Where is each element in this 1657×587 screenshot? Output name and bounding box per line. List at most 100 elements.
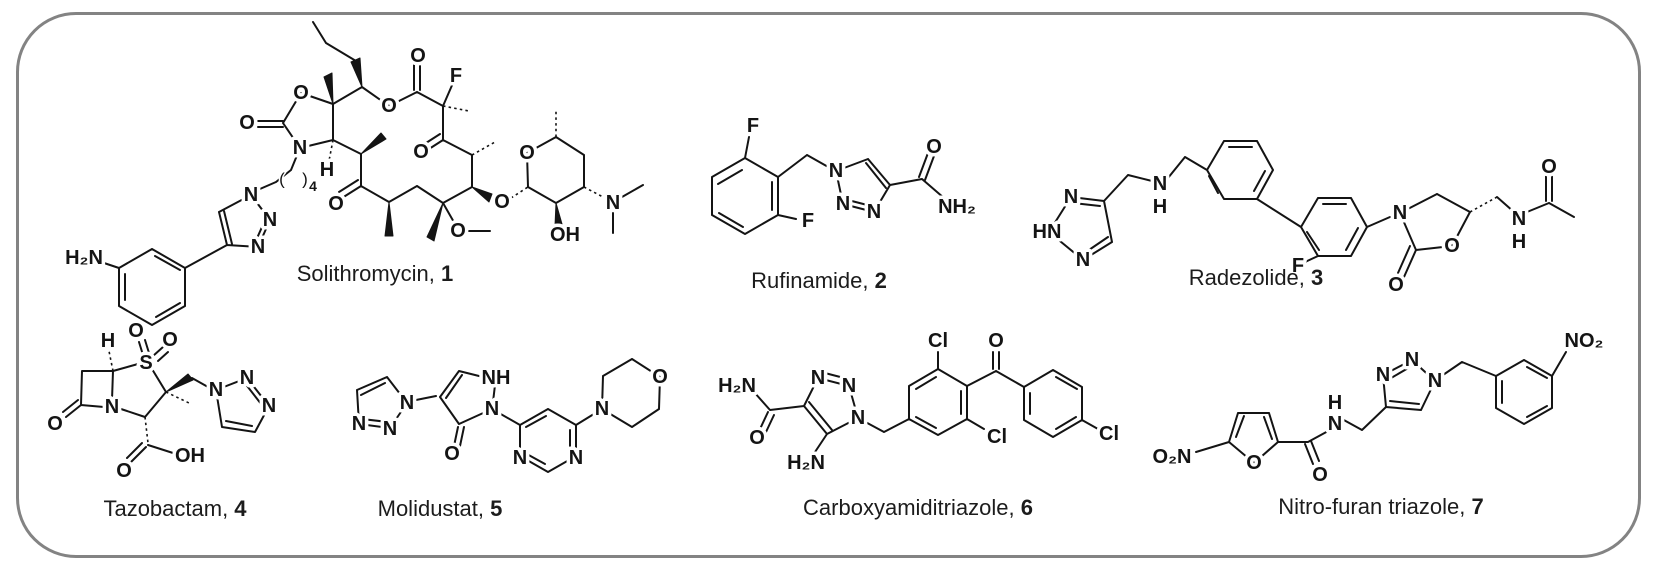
atom-label: H₂N (65, 247, 103, 269)
atom-label: N (1405, 349, 1419, 371)
atom-label: O (988, 330, 1004, 352)
double-bond-lines (765, 351, 1078, 433)
atom-label: O (519, 142, 535, 164)
atom-label: O (926, 136, 942, 158)
atom-label: N (1064, 186, 1078, 208)
structure-rufinamide: F F N N N O NH₂ (711, 112, 979, 236)
atom-label: N (851, 407, 865, 429)
atom-label: N (105, 396, 119, 418)
atom-label: N (251, 236, 265, 258)
atom-label: N (240, 367, 254, 389)
atom-label: N (1328, 413, 1342, 435)
bond-lines (711, 136, 945, 235)
atom-label: N (811, 367, 825, 389)
atom-label: N (293, 137, 307, 159)
atom-label: O (116, 460, 132, 482)
atom-label: O (1444, 235, 1460, 257)
atom-label: N (1153, 173, 1167, 195)
bond-lines (753, 351, 1099, 453)
caption-solithromycin: Solithromycin, 1 (245, 262, 505, 286)
atom-label: OH (550, 224, 580, 246)
atom-label: N (829, 160, 843, 182)
atom-label: HN (1033, 221, 1062, 243)
double-bond-lines (360, 374, 571, 465)
atom-label: O₂N (1153, 446, 1192, 468)
atom-label: O (749, 427, 765, 449)
atom-label: F (450, 65, 462, 87)
atom-label: F (1292, 255, 1304, 277)
atom-label: S (139, 352, 152, 374)
atom-label: O (413, 141, 429, 163)
atom-label: NO₂ (1565, 330, 1604, 352)
atom-label: N (485, 398, 499, 420)
atom-label: H₂N (787, 452, 825, 474)
atom-label: H (101, 330, 115, 352)
atom-label: O (1246, 452, 1262, 474)
atom-label: O (494, 191, 510, 213)
atom-label: O (450, 220, 466, 242)
atom-label: H (1512, 231, 1526, 253)
atom-label: O (162, 329, 178, 351)
caption-carboxyamiditriazole: Carboxyamiditriazole, 6 (768, 496, 1068, 520)
compound-name: Molidustat, (377, 496, 491, 521)
atom-label: O (293, 82, 309, 104)
compound-name: Nitro-furan triazole, (1278, 494, 1472, 519)
compound-number: 1 (441, 261, 454, 286)
structure-carboxyamiditriazole: H₂N O N N N H₂N Cl Cl O Cl (715, 327, 1123, 478)
atom-label: NH₂ (938, 196, 976, 218)
caption-rufinamide: Rufinamide, 2 (699, 269, 939, 293)
wedge-bonds (165, 373, 194, 393)
atom-label: N (400, 392, 414, 414)
atom-label: O (444, 443, 460, 465)
bond-lines (356, 358, 661, 473)
atom-label: N (569, 447, 583, 469)
atom-label: N (1393, 202, 1407, 224)
bracket-glyph: ( (279, 170, 285, 189)
atom-label: N (1076, 249, 1090, 271)
atom-label: N (836, 193, 850, 215)
atom-label: O (1312, 464, 1328, 486)
structure-solithromycin: O O N H 4 N N N H₂N O O F O O O O O OH N… (62, 21, 644, 326)
double-bond-lines (1235, 366, 1548, 462)
compound-name: Tazobactam, (103, 496, 235, 521)
hashed-bonds (328, 105, 604, 199)
hashed-bonds (1469, 196, 1498, 213)
atom-label: N (262, 395, 276, 417)
atom-label: N (383, 418, 397, 440)
atom-label: N (1428, 370, 1442, 392)
atom-label: N (513, 447, 527, 469)
compound-name: Solithromycin, (296, 261, 442, 286)
double-bond-lines (124, 63, 441, 318)
double-bond-lines (62, 339, 266, 459)
atom-label: N (1376, 364, 1390, 386)
structure-nitrofuran-triazole: O₂N O O H N N N N NO₂ (1149, 327, 1607, 490)
double-bond-lines (717, 155, 935, 228)
atom-label: O (239, 112, 255, 134)
atom-label: N (606, 192, 620, 214)
compound-number: 5 (490, 496, 503, 521)
atom-label: F (747, 115, 759, 137)
compound-name: Rufinamide, (751, 268, 875, 293)
bond-lines (65, 341, 270, 463)
atom-label: O (1541, 156, 1557, 178)
compound-number: 6 (1020, 495, 1033, 520)
atom-label: O (410, 45, 426, 67)
atom-label: N (352, 413, 366, 435)
atom-label: H (1328, 392, 1342, 414)
atom-label: N (867, 201, 881, 223)
structure-radezolide: N HN N N H F N O O N H O (1029, 140, 1575, 300)
atom-label: N (595, 398, 609, 420)
compound-number: 4 (234, 496, 247, 521)
compound-number: 3 (1311, 265, 1324, 290)
atom-label: O (652, 366, 668, 388)
compound-name: Carboxyamiditriazole, (803, 495, 1021, 520)
atom-label: O (1388, 274, 1404, 296)
structure-molidustat: N N N NH N O N N N O (348, 358, 671, 473)
compound-name: Radezolide, (1188, 265, 1312, 290)
compound-number: 7 (1471, 494, 1484, 519)
double-bond-lines (1072, 146, 1553, 274)
atom-label: H (320, 159, 334, 181)
figure-frame (16, 12, 1641, 558)
atom-label: O (328, 193, 344, 215)
atom-label: Cl (928, 330, 948, 352)
